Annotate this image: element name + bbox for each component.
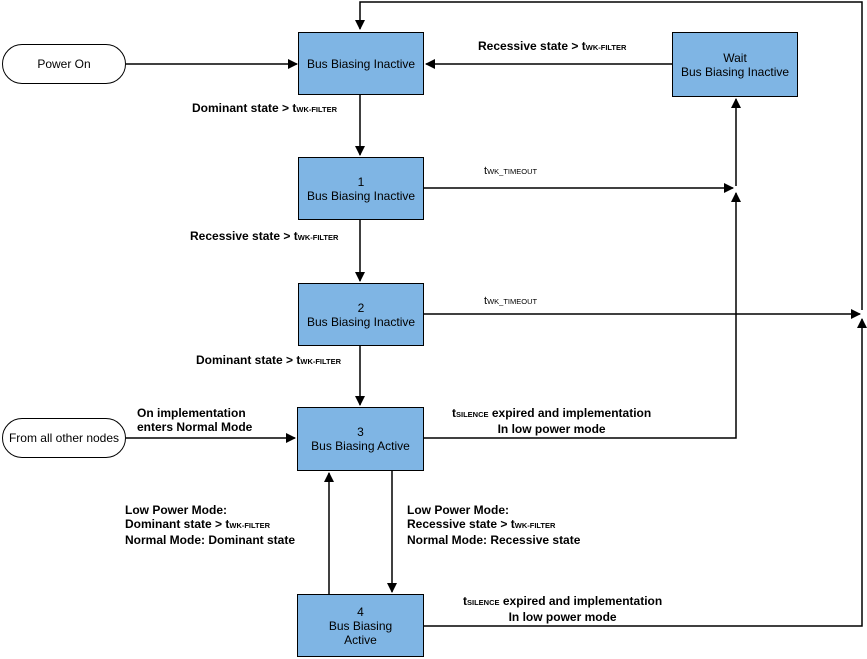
state-label: Bus Biasing Inactive xyxy=(306,56,416,71)
label-timeout-2: tWK_TIMEOUT xyxy=(484,295,538,307)
state-number: 4 xyxy=(357,604,364,619)
state-label: Wait xyxy=(723,50,747,65)
label-recessive-1: Recessive state > tWK-FILTER xyxy=(190,229,339,243)
label-silence-1: tSILENCE expired and implementation In l… xyxy=(452,406,652,436)
state-label: Bus Biasing xyxy=(328,618,393,633)
state-label: Bus Biasing Inactive xyxy=(306,314,416,329)
state-bus-biasing-inactive: Bus Biasing Inactive xyxy=(298,32,424,95)
state-label-line2: Bus Biasing Inactive xyxy=(680,64,790,79)
state-3: 3 Bus Biasing Active xyxy=(297,407,424,471)
state-label: Bus Biasing Inactive xyxy=(306,188,416,203)
label-dominant-2: Dominant state > tWK-FILTER xyxy=(196,353,342,367)
edge-s3-wait xyxy=(424,192,741,439)
edge-right-s0 xyxy=(355,1,863,310)
label-dominant-1: Dominant state > tWK-FILTER xyxy=(192,101,338,115)
state-2: 2 Bus Biasing Inactive xyxy=(298,283,424,346)
state-number: 1 xyxy=(357,174,365,189)
state-label-line2: Active xyxy=(344,632,377,647)
state-wait: Wait Bus Biasing Inactive xyxy=(672,32,798,97)
edge-s4-right xyxy=(424,318,867,627)
state-4: 4 Bus Biasing Active xyxy=(297,594,424,657)
label-timeout-1: tWK_TIMEOUT xyxy=(484,165,538,177)
state-label: Bus Biasing Active xyxy=(311,439,410,453)
state-1: 1 Bus Biasing Inactive xyxy=(298,157,424,220)
label-silence-2: tSILENCE expired and implementation In l… xyxy=(463,594,663,624)
power-on-node: Power On xyxy=(2,44,126,84)
label-on-implementation: On implementation enters Normal Mode xyxy=(137,406,253,434)
from-all-nodes-node: From all other nodes xyxy=(2,418,126,458)
label-low-power-left: Low Power Mode: Dominant state > tWK-FIL… xyxy=(125,503,296,547)
label-low-power-right: Low Power Mode: Recessive state > tWK-FI… xyxy=(407,503,581,547)
state-number: 3 xyxy=(357,425,364,439)
label-wait-recessive: Recessive state > tWK-FILTER xyxy=(478,39,627,53)
state-number: 2 xyxy=(357,300,365,315)
